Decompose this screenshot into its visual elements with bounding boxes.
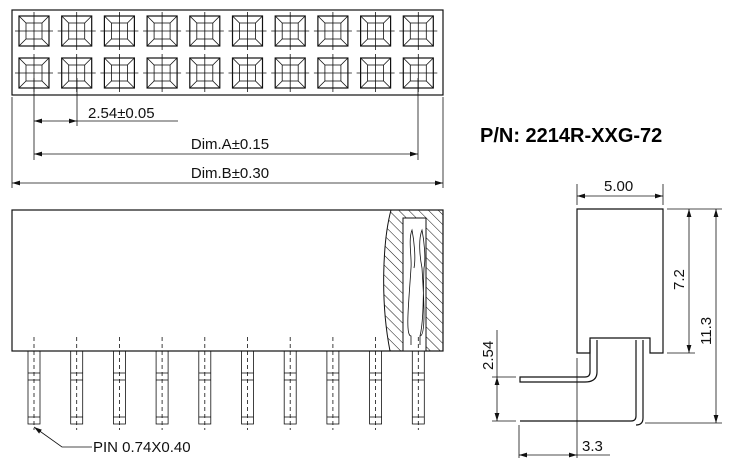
pin <box>283 337 297 430</box>
part-number-title: P/N: 2214R-XXG-72 <box>480 125 662 147</box>
pad <box>271 12 310 50</box>
pad <box>228 54 267 92</box>
pad <box>143 54 182 92</box>
pad <box>100 12 139 50</box>
dim-b-label: Dim.B±0.30 <box>191 165 269 182</box>
pad <box>57 54 96 92</box>
pad <box>185 12 224 50</box>
pin <box>326 337 340 430</box>
pad <box>15 12 53 50</box>
dim-a-label: Dim.A±0.15 <box>191 136 269 153</box>
width-label: 5.00 <box>604 178 633 195</box>
pin <box>369 337 383 430</box>
total-height-label: 11.3 <box>698 317 715 345</box>
upper-pin <box>519 340 598 383</box>
top-view: 2.54±0.05 Dim.A±0.15 Dim.B±0.30 <box>11 9 444 188</box>
pin <box>241 337 254 430</box>
side-view-body <box>576 208 664 354</box>
body-height-label: 7.2 <box>671 269 688 290</box>
pad <box>57 12 96 50</box>
pad <box>313 12 352 50</box>
front-view: PIN 0.74X0.40 <box>11 209 444 456</box>
contact-spring <box>407 228 426 345</box>
front-view-body <box>11 209 444 352</box>
pin <box>411 337 425 430</box>
lower-pin <box>520 340 644 426</box>
side-view: 5.00 7.2 11.3 2.54 3.3 <box>480 178 722 458</box>
pad <box>313 54 352 92</box>
top-view-body <box>11 9 444 96</box>
pad <box>185 54 224 92</box>
pin-leader <box>33 426 92 448</box>
pitch-label: 2.54±0.05 <box>88 105 155 122</box>
pad <box>399 12 438 50</box>
pin-row <box>27 337 425 430</box>
pin <box>113 337 126 430</box>
pad <box>100 54 139 92</box>
pin-label: PIN 0.74X0.40 <box>93 439 191 456</box>
pin <box>70 337 84 430</box>
pin <box>198 337 212 430</box>
pin-offset-label: 3.3 <box>582 438 603 455</box>
pad <box>228 12 267 50</box>
pad-grid <box>15 12 438 92</box>
pad <box>356 12 395 50</box>
pad <box>143 12 182 50</box>
pad <box>356 54 395 92</box>
pad <box>271 54 310 92</box>
row-pitch-label: 2.54 <box>480 341 497 370</box>
pin <box>155 337 169 430</box>
pin <box>27 337 41 430</box>
